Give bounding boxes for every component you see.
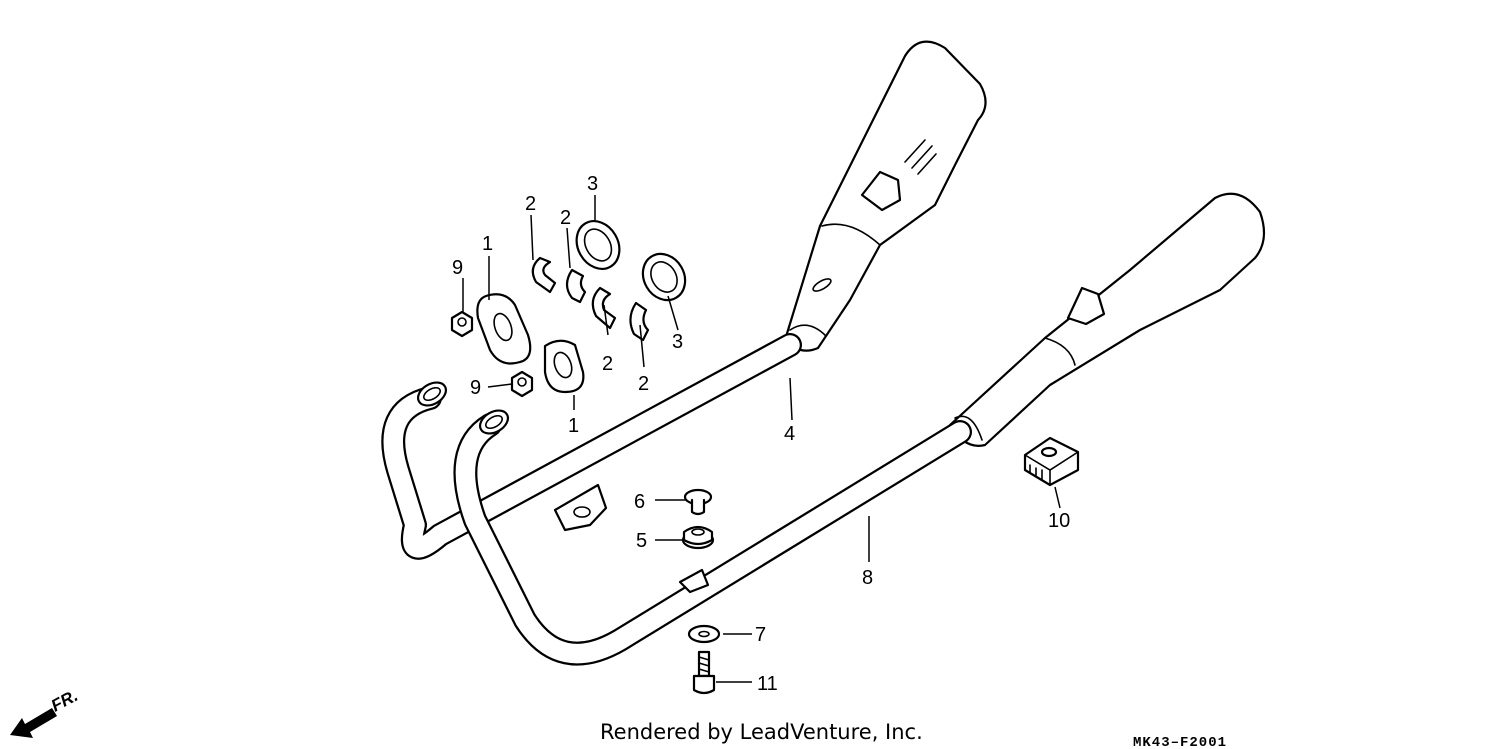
render-credit: Rendered by LeadVenture, Inc. [600, 720, 923, 744]
grommet-part-5[interactable] [681, 525, 715, 550]
pipe-mount-bracket-upper [553, 483, 608, 532]
exhaust-pipe-front[interactable] [453, 413, 972, 666]
callout-10: 10 [1048, 510, 1070, 532]
callout-5: 5 [636, 530, 647, 552]
gasket-part-1-upper[interactable] [476, 293, 532, 365]
callout-2-c: 2 [602, 353, 613, 375]
callout-6: 6 [634, 491, 645, 513]
leader-lines [462, 195, 1061, 683]
callout-4: 4 [784, 423, 795, 445]
collar-part-2-a[interactable] [531, 256, 557, 294]
nut-part-9-lower[interactable] [510, 370, 534, 398]
muffler-part-4[interactable] [783, 40, 987, 352]
pipe-end-ring-right [478, 409, 510, 435]
nut-part-9-upper[interactable] [450, 310, 474, 338]
callout-8: 8 [862, 567, 873, 589]
bolt-part-11[interactable] [692, 650, 716, 695]
ring-part-3-lower[interactable] [635, 246, 694, 308]
callout-1-upper: 1 [482, 233, 493, 255]
ring-part-3-upper[interactable] [568, 213, 628, 276]
washer-part-7[interactable] [687, 624, 721, 644]
gasket-part-1-lower[interactable] [543, 339, 585, 394]
bolt-part-6[interactable] [683, 488, 713, 516]
front-direction-marker: FR. [10, 686, 81, 738]
callout-3-lower: 3 [672, 331, 683, 353]
callout-1-lower: 1 [568, 415, 579, 437]
diagram-code: MK43–F2001 [1133, 735, 1227, 749]
callout-2-b: 2 [560, 207, 571, 229]
collar-part-2-c[interactable] [591, 286, 617, 330]
callout-2-d: 2 [638, 373, 649, 395]
callout-2-a: 2 [525, 193, 536, 215]
collar-part-2-d[interactable] [629, 301, 650, 342]
exhaust-pipe-rear[interactable] [381, 333, 802, 560]
rubber-mount-part-10[interactable] [1023, 436, 1080, 487]
callout-9-lower: 9 [470, 377, 481, 399]
muffler-part-8[interactable] [948, 192, 1266, 447]
callout-7: 7 [755, 624, 766, 646]
callout-11: 11 [757, 673, 778, 695]
callout-9-upper: 9 [452, 257, 463, 279]
front-arrow-icon [10, 708, 57, 738]
pipe-mount-bracket-lower [678, 568, 710, 594]
collar-part-2-b[interactable] [565, 268, 587, 304]
callout-3-upper: 3 [587, 173, 598, 195]
pipe-end-ring-left [416, 381, 448, 407]
